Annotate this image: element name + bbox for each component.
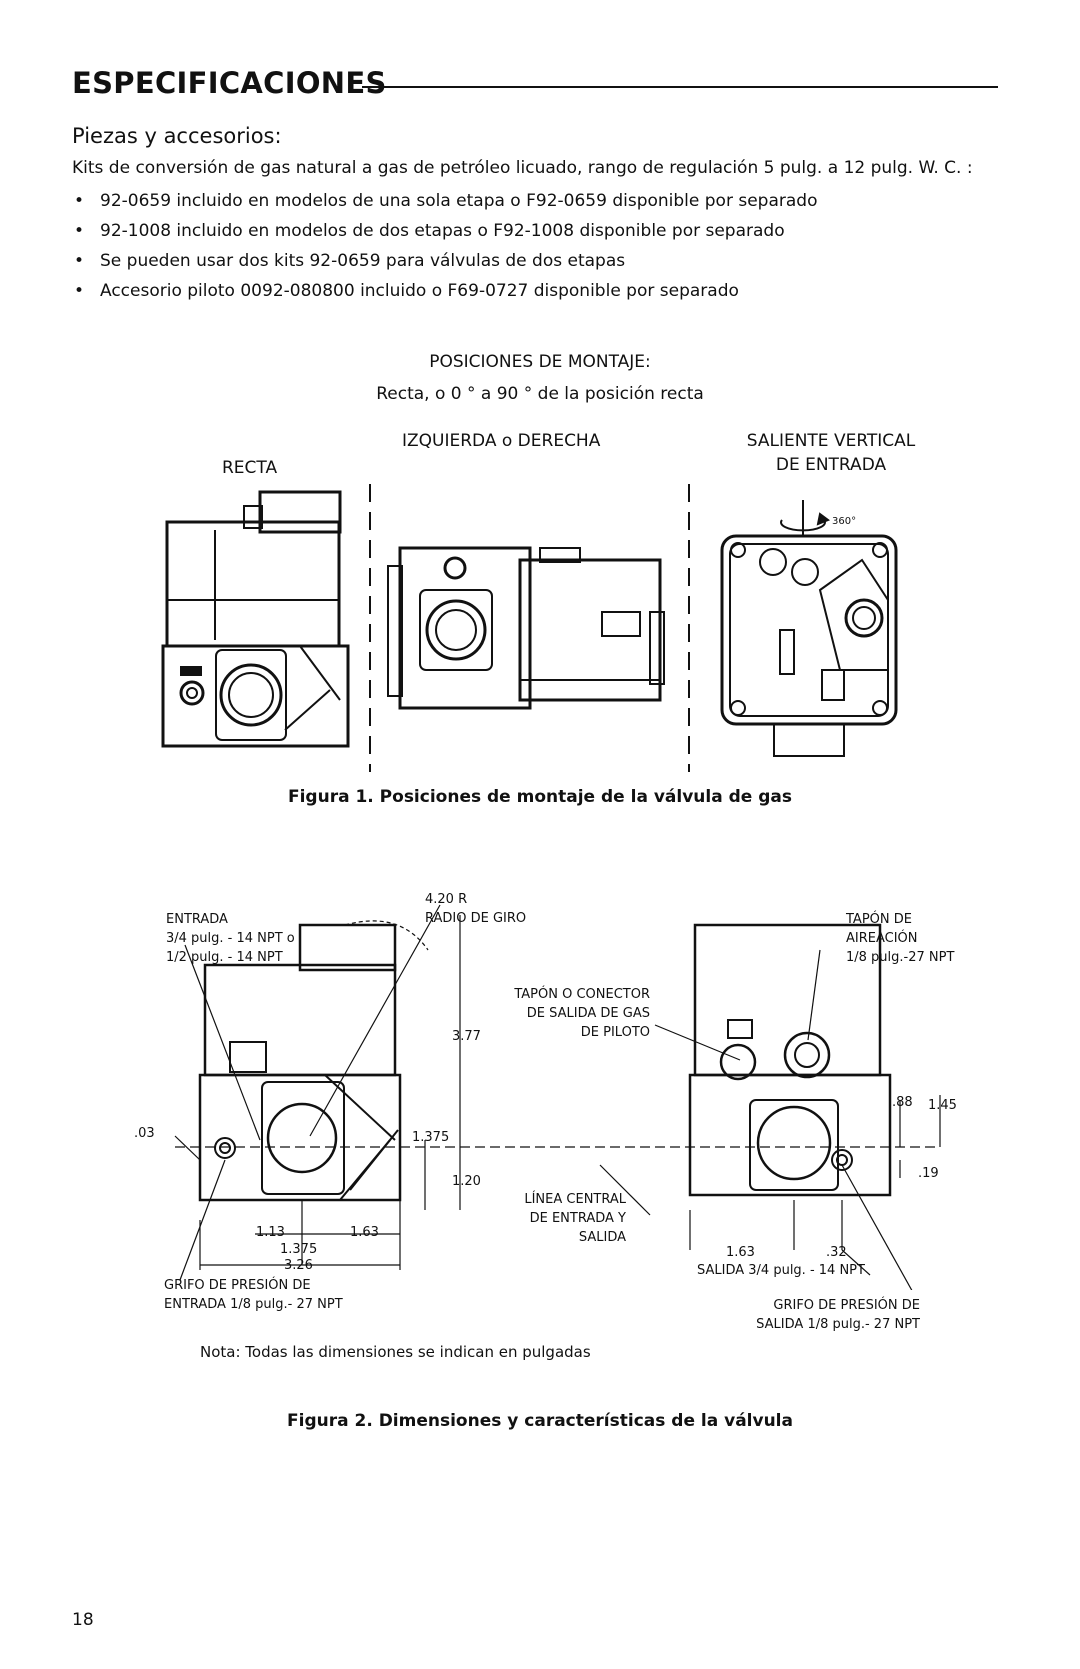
radius-label-line1: 4.20 R xyxy=(425,892,468,907)
mounting-heading: POSICIONES DE MONTAJE: xyxy=(429,352,651,372)
valve-vertical-drawing xyxy=(720,500,898,757)
dim-1375-horizontal: 1.375 xyxy=(280,1242,318,1257)
inlet-pressure-tap-line1: GRIFO DE PRESIÓN DE xyxy=(164,1278,311,1293)
vent-label: TAPÓN DE AIREACIÓN 1/8 pulg.-27 NPT xyxy=(846,910,954,967)
figure1-caption: Figura 1. Posiciones de montaje de la vá… xyxy=(287,787,792,807)
page-number: 18 xyxy=(72,1610,94,1630)
parts-intro: Kits de conversión de gas natural a gas … xyxy=(72,158,973,178)
dim-120: 1.20 xyxy=(452,1174,481,1189)
dim-019: .19 xyxy=(918,1166,939,1181)
outlet-pressure-tap-line2: SALIDA 1/8 pulg.- 27 NPT xyxy=(756,1317,920,1332)
valve-upright-drawing xyxy=(161,490,350,748)
list-item: Accesorio piloto 0092-080800 incluido o … xyxy=(72,276,817,306)
outlet-pressure-tap-line1: GRIFO DE PRESIÓN DE xyxy=(773,1298,920,1313)
vent-label-line2: AIREACIÓN xyxy=(846,931,918,946)
outlet-label: SALIDA 3/4 pulg. - 14 NPT xyxy=(697,1263,865,1278)
valve-side-drawing xyxy=(387,546,665,710)
centerline-label: LÍNEA CENTRAL DE ENTRADA Y SALIDA xyxy=(500,1190,626,1247)
view-label-vertical-line1: SALIENTE VERTICAL xyxy=(746,431,916,451)
inlet-label-line2: 3/4 pulg. - 14 NPT o xyxy=(166,931,295,946)
section-rule xyxy=(362,86,998,88)
centerline-label-line1: LÍNEA CENTRAL xyxy=(524,1192,626,1207)
dim-163-left: 1.63 xyxy=(350,1225,379,1240)
dimension-lines xyxy=(174,904,941,1290)
inlet-label-line1: ENTRADA xyxy=(166,912,228,927)
list-item: 92-0659 incluido en modelos de una sola … xyxy=(72,186,817,216)
list-item: 92-1008 incluido en modelos de dos etapa… xyxy=(72,216,817,246)
dim-145: 1.45 xyxy=(928,1098,957,1113)
dim-163-right: 1.63 xyxy=(726,1245,755,1260)
dimensions-note: Nota: Todas las dimensiones se indican e… xyxy=(200,1343,591,1361)
dim-032: .32 xyxy=(826,1245,847,1260)
view-label-vertical: SALIENTE VERTICAL DE ENTRADA xyxy=(726,431,936,475)
dim-003: .03 xyxy=(134,1126,155,1141)
vent-label-line3: 1/8 pulg.-27 NPT xyxy=(846,950,955,965)
pilot-outlet-label: TAPÓN O CONECTOR DE SALIDA DE GAS DE PIL… xyxy=(500,985,650,1042)
inlet-label-line3: 1/2 pulg. - 14 NPT xyxy=(166,950,283,965)
outlet-pressure-tap-label: GRIFO DE PRESIÓN DE SALIDA 1/8 pulg.- 27… xyxy=(740,1296,920,1334)
pilot-outlet-label-line1: TAPÓN O CONECTOR xyxy=(514,987,650,1002)
section-title: ESPECIFICACIONES xyxy=(72,66,387,100)
view-label-vertical-line2: DE ENTRADA xyxy=(775,455,887,475)
dim-377: 3.77 xyxy=(452,1029,481,1044)
dim-326: 3.26 xyxy=(284,1258,313,1273)
pilot-outlet-label-line3: DE PILOTO xyxy=(580,1025,650,1040)
radius-label: 4.20 R RADIO DE GIRO xyxy=(425,890,526,928)
list-item: Se pueden usar dos kits 92-0659 para vál… xyxy=(72,246,817,276)
rotation-label: 360° xyxy=(832,516,856,527)
vent-label-line1: TAPÓN DE xyxy=(846,912,912,927)
inlet-label: ENTRADA 3/4 pulg. - 14 NPT o 1/2 pulg. -… xyxy=(166,910,295,967)
dim-088: .88 xyxy=(892,1095,913,1110)
dim-113: 1.13 xyxy=(256,1225,285,1240)
centerline-label-line2: DE ENTRADA Y xyxy=(529,1211,626,1226)
inlet-pressure-tap-line2: ENTRADA 1/8 pulg.- 27 NPT xyxy=(164,1297,343,1312)
pilot-outlet-label-line2: DE SALIDA DE GAS xyxy=(526,1006,650,1021)
figure2-caption: Figura 2. Dimensiones y características … xyxy=(287,1411,793,1431)
centerline-label-line3: SALIDA xyxy=(578,1230,626,1245)
radius-label-line2: RADIO DE GIRO xyxy=(425,911,527,926)
parts-title: Piezas y accesorios: xyxy=(72,124,282,148)
mounting-subheading: Recta, o 0 ° a 90 ° de la posición recta xyxy=(376,384,704,404)
dim-1375-vertical: 1.375 xyxy=(412,1130,450,1145)
view-label-recta: RECTA xyxy=(222,458,278,478)
valve-dimension-left-drawing xyxy=(198,920,429,1202)
inlet-pressure-tap-label: GRIFO DE PRESIÓN DE ENTRADA 1/8 pulg.- 2… xyxy=(164,1276,343,1314)
mounting-figure: 360° xyxy=(161,484,898,772)
dimensions-figure xyxy=(174,904,941,1290)
view-label-side: IZQUIERDA o DERECHA xyxy=(402,431,601,451)
parts-list: 92-0659 incluido en modelos de una sola … xyxy=(72,186,817,306)
